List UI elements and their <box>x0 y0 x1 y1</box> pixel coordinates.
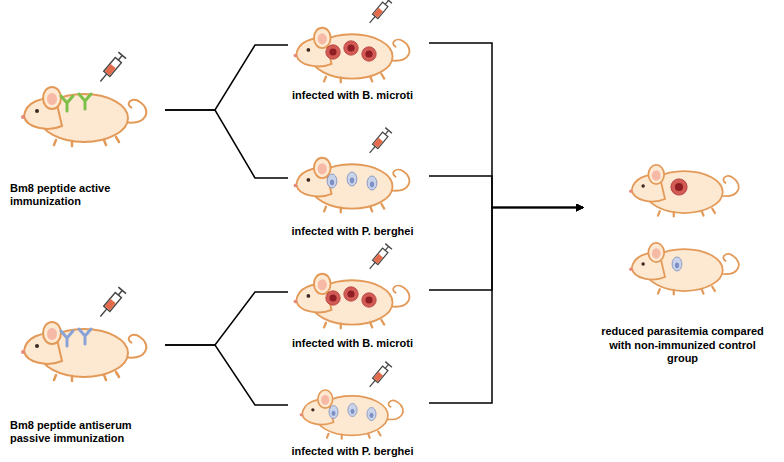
connector-arrow <box>165 45 288 110</box>
figure-group: infected with P. berghei <box>280 368 425 458</box>
connector-arrow <box>429 208 583 291</box>
connector-arrow <box>429 43 583 208</box>
figure-group: infected with P. berghei <box>280 134 425 238</box>
figure-group: reduced parasitemia compared with non-im… <box>585 140 780 365</box>
figure-caption: infected with B. microti <box>280 89 425 102</box>
figure-group: Bm8 peptide active immunization <box>10 60 175 208</box>
connector-arrow <box>429 176 583 208</box>
figure-caption: Bm8 peptide antiserum passive immunizati… <box>10 419 160 445</box>
figure-caption: Bm8 peptide active immunization <box>10 182 160 208</box>
figure-caption: infected with B. microti <box>280 337 425 350</box>
figure-caption: infected with P. berghei <box>280 445 425 458</box>
figure-group: infected with B. microti <box>280 4 425 102</box>
figure-group: infected with B. microti <box>280 250 425 350</box>
connector-arrow <box>165 345 288 405</box>
connector-arrow <box>165 292 288 345</box>
figure-group: Bm8 peptide antiserum passive immunizati… <box>10 295 175 445</box>
figure-caption: infected with P. berghei <box>280 225 425 238</box>
figure-caption: reduced parasitemia compared with non-im… <box>595 325 770 365</box>
connector-arrow <box>429 208 583 404</box>
connector-arrow <box>165 110 288 178</box>
